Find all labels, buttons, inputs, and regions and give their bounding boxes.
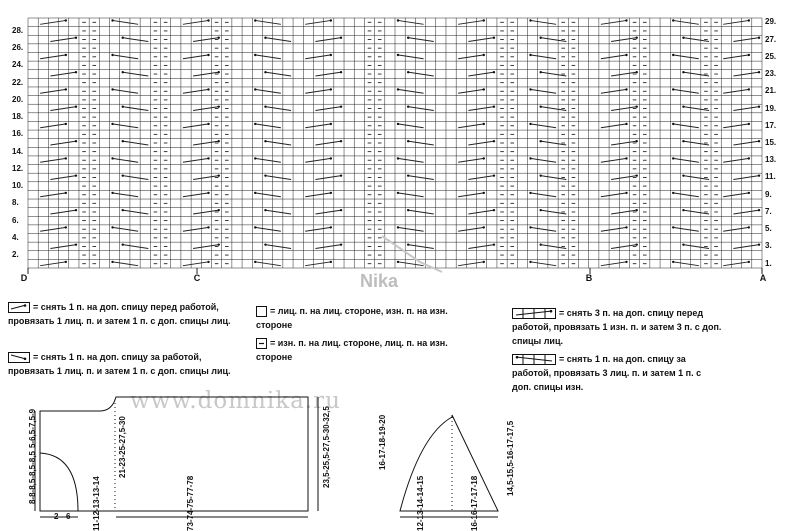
- nika-watermark: Nika: [360, 271, 399, 291]
- cable-left-3-1-icon: [512, 308, 556, 320]
- body-schematic: [34, 396, 499, 518]
- row-number-right: 17.: [765, 120, 777, 130]
- row-number-right: 15.: [765, 138, 777, 147]
- body-neck-dim-a: 2: [54, 512, 59, 521]
- cable-left-1-1-icon: [8, 302, 30, 314]
- row-number-left: 2.: [12, 250, 19, 260]
- legend-item-cable-left-3: = снять 3 п. на доп. спицу перед работой…: [512, 308, 722, 346]
- row-number-left: 28.: [12, 25, 24, 35]
- sleeve-width-dim-a: 12-13-14-14-15: [416, 475, 425, 531]
- row-number-right: 1.: [765, 258, 772, 268]
- chart-grid: [27, 17, 763, 274]
- body-shoulder-dim: 11-12-13-13-14: [92, 476, 101, 531]
- nika-swoosh-icon: [381, 235, 443, 273]
- row-number-right: 19.: [765, 103, 777, 113]
- chart-symbols: [40, 19, 761, 267]
- sleeve-width-dim-b: 16-16-17-17-18: [470, 475, 479, 531]
- row-number-left: 16.: [12, 129, 24, 139]
- body-right-dim: 23,5-25,5-27,5-30-32,5: [322, 406, 331, 488]
- row-number-right: 21.: [765, 86, 777, 96]
- row-number-right: 13.: [765, 155, 777, 165]
- row-number-left: 14.: [12, 146, 24, 156]
- body-neck-dim-b: 6: [66, 512, 71, 521]
- row-number-left: 20.: [12, 94, 24, 104]
- body-left-bottom-dim: 8-8-8,5-8,5-8,5: [28, 451, 37, 504]
- row-number-left: 6.: [12, 215, 19, 225]
- legend-item-cable-right: = снять 1 п. на доп. спицу за работой, п…: [8, 352, 231, 376]
- row-number-right: 3.: [765, 241, 772, 251]
- row-number-right: 29.: [765, 17, 777, 27]
- sleeve-cap-dim: 16-17-18-19-20: [378, 414, 387, 470]
- row-number-left: 8.: [12, 198, 19, 208]
- site-watermark: www.domnika.ru: [130, 388, 341, 414]
- cable-right-1-1-icon: [8, 352, 30, 364]
- row-number-left: 24.: [12, 60, 24, 70]
- row-number-right: 27.: [765, 34, 777, 44]
- knitting-chart: [27, 17, 763, 274]
- row-number-right: 7.: [765, 206, 772, 216]
- row-number-right: 23.: [765, 69, 777, 79]
- section-label-d: D: [20, 273, 28, 283]
- row-number-left: 22.: [12, 77, 24, 87]
- row-number-left: 18.: [12, 112, 24, 122]
- sleeve-right-dim: 14,5-15,5-16-17-17,5: [506, 420, 515, 496]
- section-label-b: B: [585, 273, 593, 283]
- cable-right-1-3-icon: [512, 354, 556, 366]
- body-left-top-dim: 5-6,5-7,5-9: [28, 408, 37, 448]
- dash-square-icon: [256, 338, 267, 350]
- legend-item-cable-left: = снять 1 п. на доп. спицу перед работой…: [8, 302, 231, 326]
- row-number-right: 11.: [765, 172, 776, 182]
- body-length-dim: 73-74-75-77-78: [186, 475, 195, 531]
- row-number-right: 5.: [765, 224, 772, 234]
- row-number-left: 4.: [12, 232, 19, 242]
- row-number-left: 10.: [12, 181, 24, 191]
- section-label-a: A: [759, 273, 767, 283]
- row-number-right: 25.: [765, 51, 777, 61]
- legend-item-cable-right-3: = снять 1 п. на доп. спицу за работой, п…: [512, 354, 702, 392]
- row-number-right: 9.: [765, 189, 772, 199]
- body-armhole-dim: 21-23-25-27,5-30: [118, 416, 127, 478]
- row-number-left: 12.: [12, 163, 24, 173]
- legend-item-purl: = изн. п. на лиц. стороне, лиц. п. на из…: [256, 338, 448, 362]
- legend-item-knit: = лиц. п. на лиц. стороне, изн. п. на из…: [256, 306, 448, 330]
- section-label-c: C: [193, 273, 201, 283]
- row-number-left: 26.: [12, 43, 24, 53]
- empty-square-icon: [256, 306, 267, 318]
